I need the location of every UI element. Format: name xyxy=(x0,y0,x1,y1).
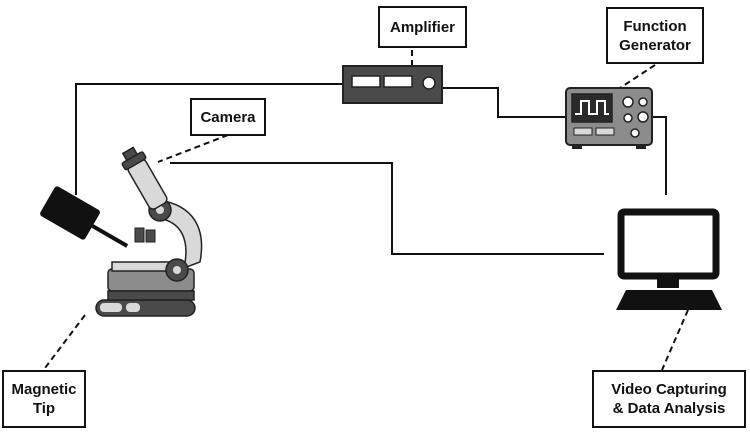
video-analysis-label: Video Capturing & Data Analysis xyxy=(592,370,746,428)
function-generator-icon xyxy=(565,87,653,149)
function-generator-label-line2: Generator xyxy=(619,36,691,54)
wire-amplifier-to-magnetic-tip xyxy=(75,83,343,195)
magnetic-tip-label: Magnetic Tip xyxy=(2,370,86,428)
amplifier-icon xyxy=(342,65,443,104)
video-analysis-label-line2: & Data Analysis xyxy=(612,400,726,417)
microscope-icon xyxy=(95,146,203,317)
wire-microscope-to-computer xyxy=(170,162,604,255)
wire-amplifier-to-function-generator xyxy=(442,87,566,118)
connection-wires xyxy=(75,83,667,255)
pointer-camera xyxy=(157,134,229,163)
pointer-function-generator xyxy=(619,64,656,89)
label-pointers xyxy=(41,50,689,373)
magnetic-tip-icon xyxy=(40,186,129,248)
amplifier-label: Amplifier xyxy=(378,6,467,48)
wire-function-generator-to-computer xyxy=(652,116,667,195)
camera-label: Camera xyxy=(190,98,266,136)
computer-monitor-icon xyxy=(616,208,722,310)
function-generator-label: Function Generator xyxy=(606,7,704,64)
magnetic-tip-label-line1: Magnetic xyxy=(11,381,77,398)
magnetic-tip-label-line2: Tip xyxy=(32,400,56,417)
function-generator-label-line1: Function xyxy=(623,17,687,35)
video-analysis-label-line1: Video Capturing xyxy=(611,381,727,398)
pointer-video xyxy=(661,309,689,371)
pointer-magnetic-tip xyxy=(41,314,86,373)
camera-label-text: Camera xyxy=(200,108,256,126)
amplifier-label-text: Amplifier xyxy=(389,18,455,36)
